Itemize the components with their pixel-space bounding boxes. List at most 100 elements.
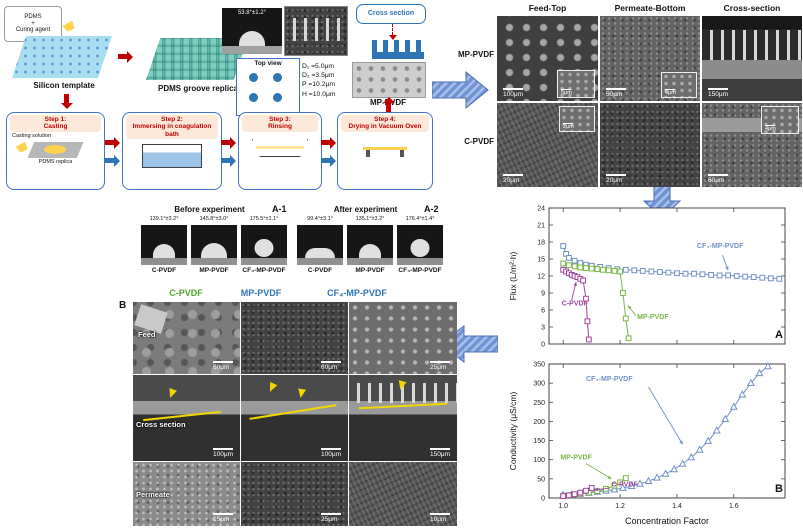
droplet-image (397, 225, 443, 265)
droplet-image (141, 225, 187, 265)
dim-d2: D₂ =3.5μm (302, 72, 335, 80)
contact-sample: 175.5°±1.1° CF₄-MP-PVDF (240, 216, 288, 278)
oven-stand (366, 146, 370, 157)
pdms-label: PDMS (24, 14, 42, 21)
step3-title: Step 3: (269, 116, 291, 123)
step4-title: Step 4: (374, 116, 396, 123)
svg-text:A: A (775, 329, 783, 341)
pillar-texture (702, 29, 802, 61)
sample-label: C-PVDF (307, 267, 333, 274)
svg-text:18: 18 (537, 240, 545, 247)
svg-text:B: B (775, 483, 783, 495)
svg-text:300: 300 (533, 381, 545, 388)
yellow-arrow-icon (295, 388, 307, 403)
angle-value: 175.5°±1.1° (249, 216, 279, 222)
yellow-arrow-icon (165, 388, 177, 403)
scale-bar: 100μm (212, 447, 233, 458)
svg-text:CF₄-MP-PVDF: CF₄-MP-PVDF (697, 243, 744, 250)
flow-arrow-right-icon (432, 70, 489, 110)
template-to-step1-arrow-icon (60, 94, 73, 109)
step1-to-step2-arrow-blue-icon (105, 154, 120, 167)
scale-bar: 25μm (321, 512, 341, 523)
step3-name: Rinsing (268, 123, 292, 131)
b-cross-mppvdf: 100μm (241, 375, 348, 461)
before-experiment-header: Before experiment (174, 205, 245, 214)
scale-bar: 10μm (430, 512, 450, 523)
svg-text:1.4: 1.4 (672, 503, 682, 510)
scale-bar: 60μm (321, 360, 341, 371)
contact-angle-value: 53.8°±1.2° (237, 10, 267, 16)
contact-sample: 139.1°±3.2° C-PVDF (140, 216, 188, 278)
svg-text:1.0: 1.0 (558, 503, 568, 510)
sem-c-feed: 2μm 20μm (497, 103, 598, 187)
svg-text:250: 250 (533, 400, 545, 407)
pillar-dot-icon (249, 93, 258, 102)
scale-bar: 50μm (606, 87, 626, 98)
svg-text:0: 0 (541, 342, 545, 349)
yellow-arrow-icon (264, 381, 278, 398)
casting-beaker-icon (15, 141, 29, 155)
step1-to-step2-arrow-red-icon (105, 136, 120, 149)
svg-text:C-PVDF: C-PVDF (612, 482, 639, 489)
inset-scale: 5μm (561, 88, 572, 96)
svg-text:0: 0 (541, 496, 545, 503)
scale-bar: 150μm (708, 87, 728, 98)
b-feed-cpvdf: 60μm (133, 302, 240, 374)
b-col-label-cpvdf: C-PVDF (169, 288, 203, 298)
panel-b-label: B (119, 300, 127, 311)
panel-a2-label: A-2 (424, 204, 439, 214)
svg-text:C-PVDF: C-PVDF (562, 301, 589, 308)
b-permeate-cf4: 10μm (349, 462, 457, 526)
substrate-bar (397, 258, 443, 265)
pillar-dot-icon (273, 73, 282, 82)
sem-c-permeate: 20μm (600, 103, 700, 187)
scale-bar: 25μm (430, 360, 450, 371)
step3-to-step4-arrow-red-icon (321, 136, 336, 149)
b-row-label-feed: Feed (138, 330, 156, 339)
water-droplet-icon (153, 244, 175, 258)
sem-c-cross: 4μm 60μm (702, 103, 802, 187)
sem-inset: 5μm (557, 70, 595, 98)
sem-top-col-header-permeate: Permeate-Bottom (614, 3, 686, 13)
contact-sample: 145.8°±3.0° MP-PVDF (190, 216, 238, 278)
top-view-label: Top view (254, 60, 282, 67)
svg-text:MP-PVDF: MP-PVDF (560, 455, 592, 462)
casting-solution-label: Casting solution (12, 132, 52, 139)
step4-box: Step 4: Drying in Vacuum Oven (337, 112, 433, 190)
contact-sample: 135.1°±3.2° MP-PVDF (346, 216, 394, 278)
substrate-bar (191, 258, 237, 265)
svg-text:Conductivity (μS/cm): Conductivity (μS/cm) (508, 392, 518, 471)
svg-text:1.6: 1.6 (729, 503, 739, 510)
pillar-texture (349, 383, 457, 403)
sem-inset: 4μm (661, 72, 697, 98)
svg-text:12: 12 (537, 274, 545, 281)
groove-replica-label: PDMS groove replica (157, 84, 239, 93)
water-droplet-icon (410, 239, 430, 257)
pdms-replica-label: PDMS replica (38, 158, 73, 165)
step3-to-step4-arrow-blue-icon (321, 154, 336, 167)
scale-bar: 150μm (429, 447, 450, 458)
step2-name: Immersing in coagulation bath (132, 123, 212, 138)
sem-mp-feed: 5μm 100μm (497, 16, 598, 101)
droplet-image (241, 225, 287, 265)
substrate-bar (297, 258, 343, 265)
scale-bar: 20μm (503, 173, 523, 184)
step2-title: Step 2: (161, 116, 183, 123)
sem-top-col-header-cross: Cross-section (723, 3, 781, 13)
water-droplet-icon (201, 243, 227, 258)
step1-title: Step 1: (44, 116, 67, 123)
step1-name: Casting (43, 123, 68, 131)
panel-a1-label: A-1 (272, 204, 287, 214)
scale-bar: 15μm (213, 512, 233, 523)
svg-text:15: 15 (537, 257, 545, 264)
svg-text:21: 21 (537, 223, 545, 230)
oven-stand (400, 146, 404, 157)
water-droplet-icon (254, 239, 274, 257)
silicon-template-label: Silicon template (33, 81, 95, 90)
membrane-strip (363, 146, 407, 150)
sample-label: CF₄-MP-PVDF (242, 267, 286, 274)
casting-sheet (27, 141, 84, 158)
dimension-list: D₁ =5.0μm D₂ =3.5μm P =10.2μm H =10.0μm (302, 62, 336, 99)
droplet-image (191, 225, 237, 265)
